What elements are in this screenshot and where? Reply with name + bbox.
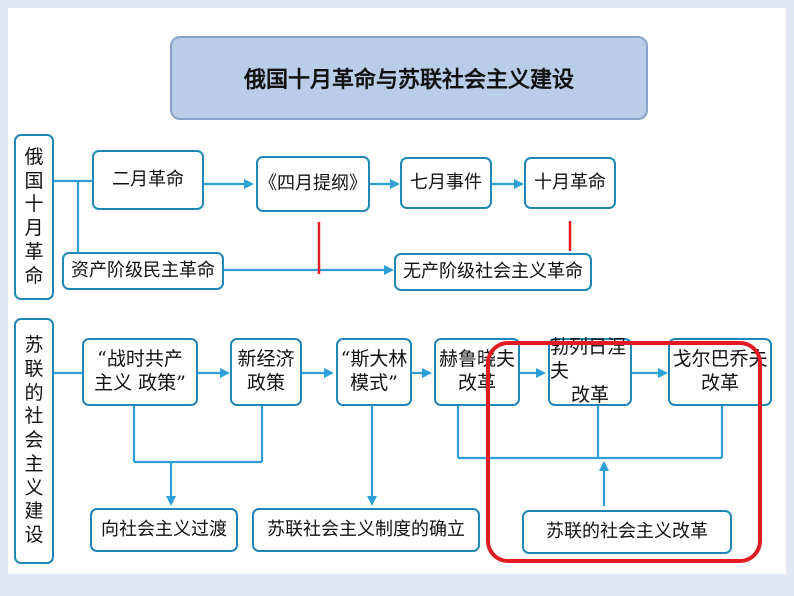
node-text-line: 改革	[570, 383, 609, 406]
section-label-char: 十	[24, 193, 44, 216]
node-soviet-socialist-reform: 苏联的社会主义改革	[522, 510, 732, 554]
node-text-line: 新经济	[237, 348, 295, 371]
section-label-char: 苏	[24, 334, 44, 357]
node-war-communism: “战时共产主义 政策”	[82, 338, 198, 406]
node-bourgeois-revolution: 资产阶级民主革命	[62, 252, 224, 290]
section-label-soviet-construction: 苏联的社会主义建设	[14, 318, 54, 564]
section-label-char: 俄	[24, 145, 44, 168]
node-text-line: “战时共产	[97, 348, 183, 371]
section-label-char: 的	[24, 381, 44, 404]
node-proletarian-revolution: 无产阶级社会主义革命	[394, 253, 592, 291]
node-text-line: 主义 政策”	[94, 372, 186, 394]
node-new-economic-policy: 新经济政策	[230, 338, 302, 406]
section-label-char: 设	[24, 524, 44, 547]
diagram-title: 俄国十月革命与苏联社会主义建设	[170, 36, 648, 120]
node-system-establishment: 苏联社会主义制度的确立	[252, 508, 480, 552]
node-text-line: “斯大林	[340, 348, 408, 371]
node-july-events: 七月事件	[400, 157, 492, 209]
slide: 俄国十月革命与苏联社会主义建设 俄国十月革命 二月革命 《四月提纲》 七月事件 …	[8, 8, 786, 574]
section-label-char: 联	[24, 357, 44, 380]
section-label-october-revolution: 俄国十月革命	[14, 134, 54, 300]
section-label-char: 义	[24, 476, 44, 499]
node-text-line: 模式”	[350, 372, 398, 394]
node-feb-revolution: 二月革命	[92, 150, 204, 210]
connector-lines	[54, 179, 724, 506]
red-highlight-frame	[486, 341, 762, 563]
node-text-line: 政策	[246, 372, 285, 394]
section-label-char: 命	[24, 264, 44, 287]
section-label-char: 社	[24, 405, 44, 428]
section-label-char: 月	[24, 217, 44, 239]
section-label-char: 会	[24, 429, 44, 452]
node-transition-to-socialism: 向社会主义过渡	[90, 508, 238, 552]
section-label-char: 革	[24, 240, 44, 263]
node-stalin-model: “斯大林模式”	[336, 338, 412, 406]
section-label-char: 建	[24, 500, 44, 523]
node-text-line: 改革	[700, 372, 739, 394]
node-october-revolution: 十月革命	[524, 157, 616, 209]
node-april-theses: 《四月提纲》	[256, 156, 370, 212]
section-label-char: 国	[24, 169, 44, 192]
section-label-char: 主	[24, 452, 44, 475]
